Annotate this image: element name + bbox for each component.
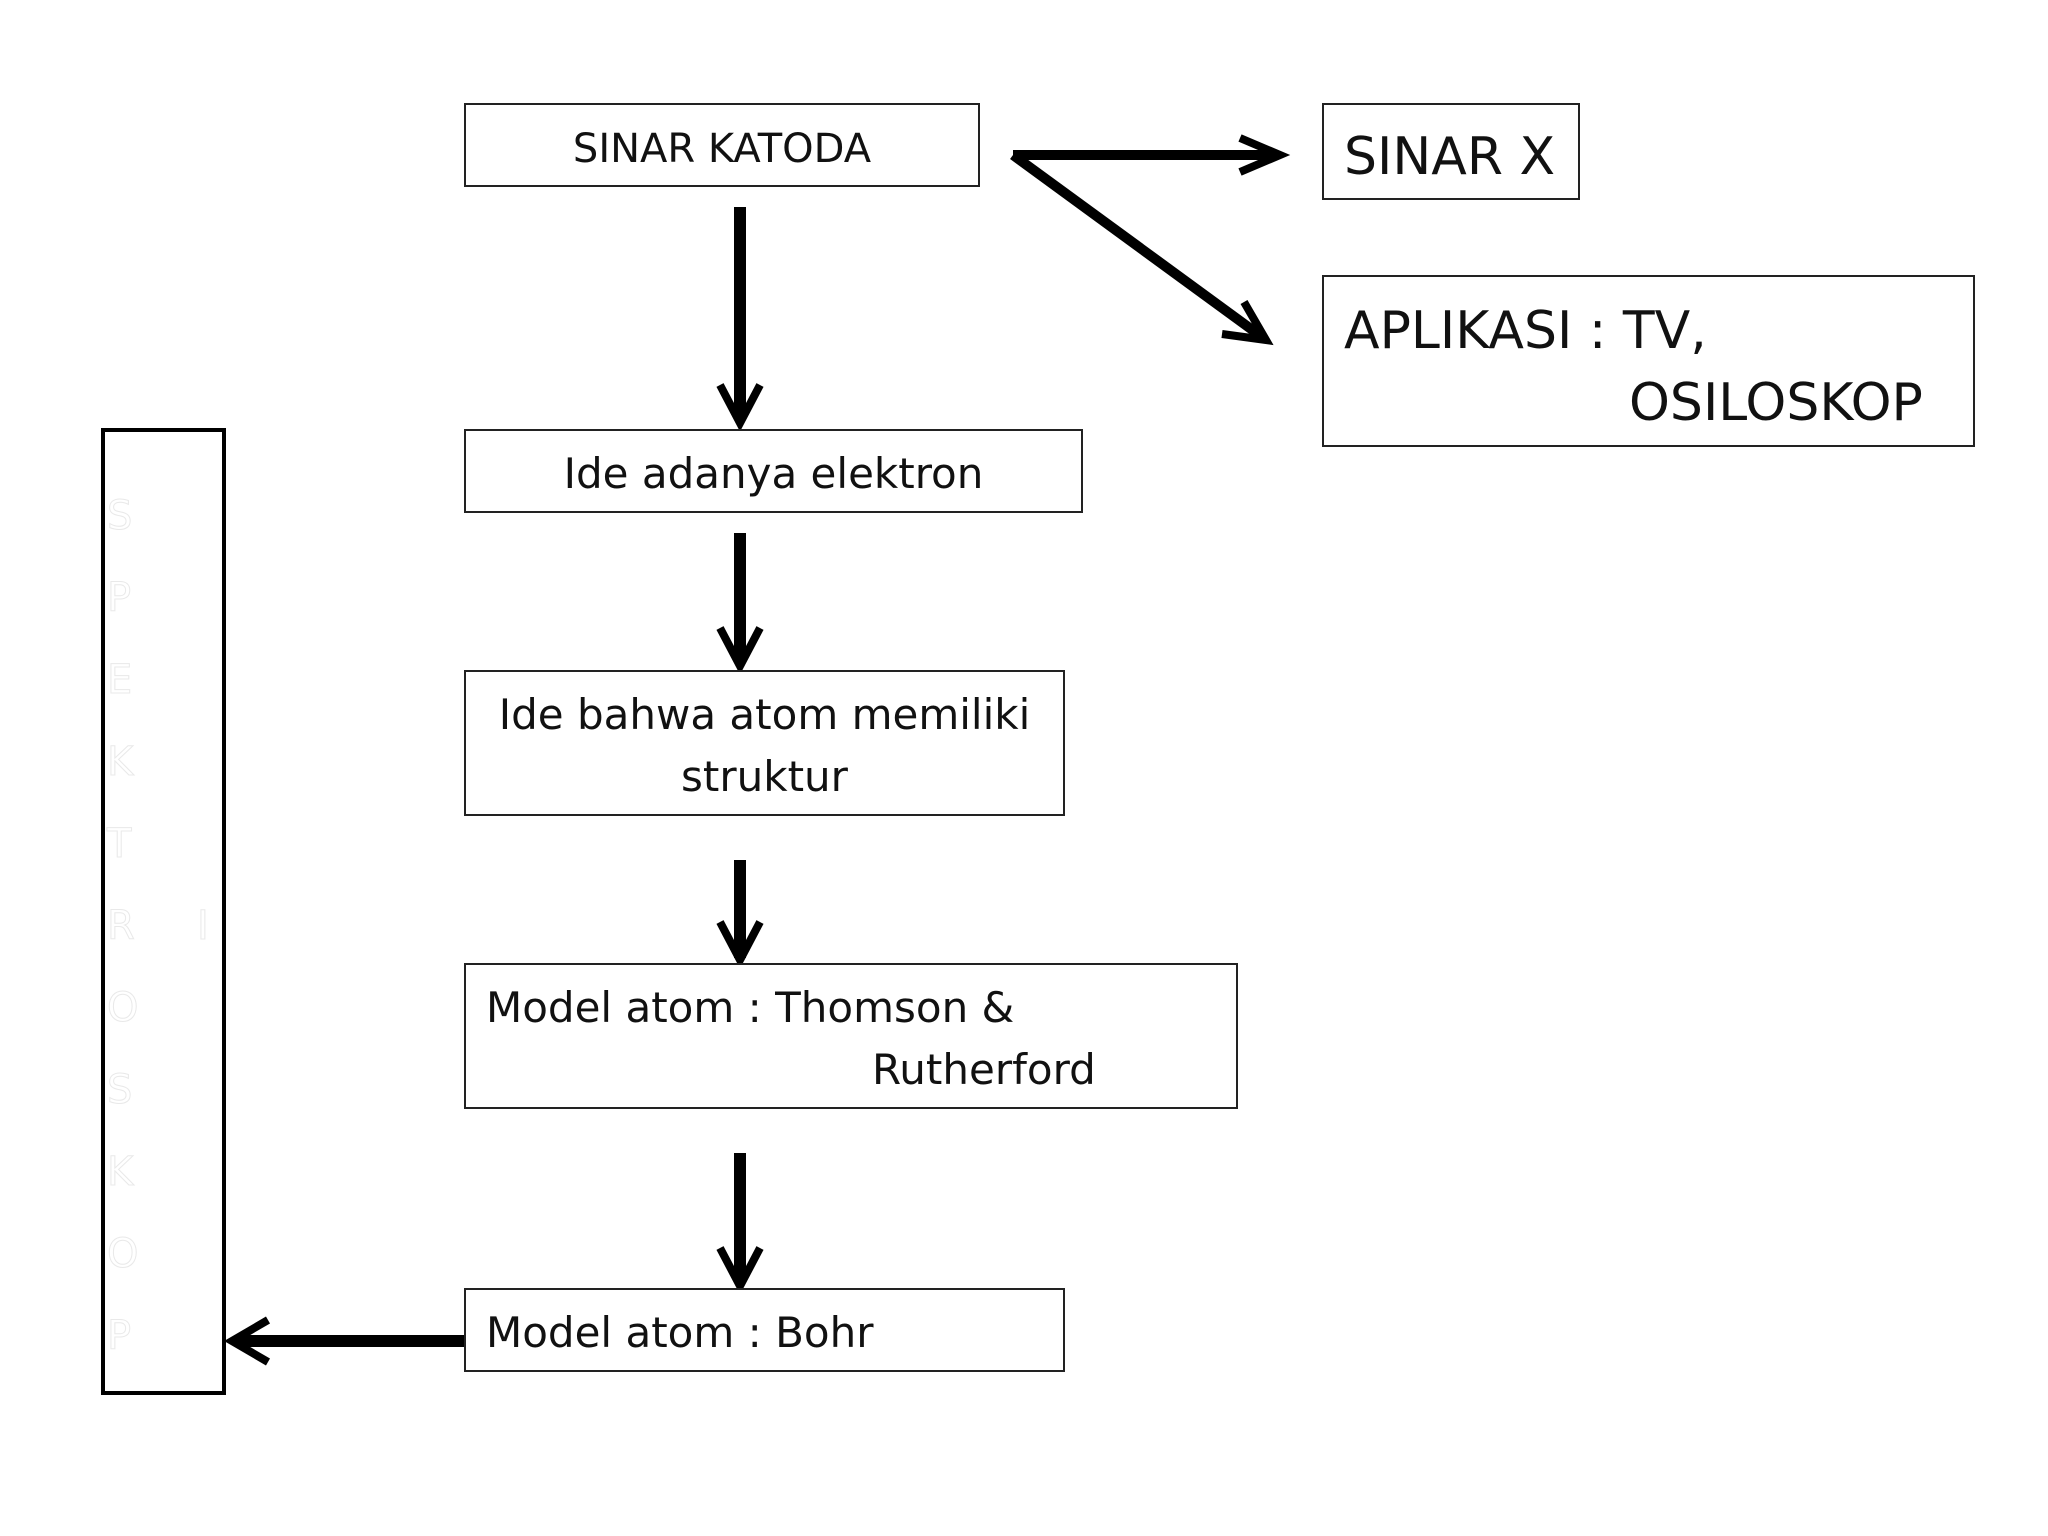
arrow-katoda-to-sinar-x — [1013, 134, 1291, 176]
side-letter: R — [107, 903, 136, 949]
side-letter: P — [106, 575, 132, 621]
side-letter: T — [106, 821, 132, 867]
arrow-bohr-to-sidebar — [224, 1316, 464, 1366]
node-model-thomson-label-line1: Model atom : Thomson & — [486, 983, 1015, 1032]
node-ide-struktur: Ide bahwa atom memiliki struktur — [464, 670, 1065, 816]
node-sinar-katoda: SINAR KATODA — [464, 103, 980, 187]
node-aplikasi-label-line2: OSILOSKOP — [1629, 373, 1923, 433]
side-letter: O — [106, 985, 139, 1031]
side-letter: P — [106, 1313, 132, 1359]
node-model-bohr-label: Model atom : Bohr — [486, 1308, 874, 1357]
side-letter: I — [197, 903, 210, 949]
side-letter: S — [106, 1067, 133, 1113]
node-ide-struktur-label-line1: Ide bahwa atom memiliki — [498, 690, 1031, 739]
arrow-struktur-to-thomson — [716, 860, 764, 969]
node-aplikasi-label-line1: APLIKASI : TV, — [1344, 301, 1707, 361]
node-model-thomson: Model atom : Thomson & Rutherford — [464, 963, 1238, 1109]
node-sinar-x-label: SINAR X — [1344, 127, 1556, 187]
arrow-elektron-to-struktur — [716, 533, 764, 675]
node-model-thomson-label-line2: Rutherford — [872, 1045, 1096, 1094]
arrow-thomson-to-bohr — [716, 1153, 764, 1295]
side-letter: E — [106, 657, 133, 703]
node-ide-elektron: Ide adanya elektron — [464, 429, 1083, 513]
node-sinar-x: SINAR X — [1322, 103, 1580, 200]
side-letter: O — [106, 1231, 139, 1277]
node-sinar-katoda-label: SINAR KATODA — [572, 126, 872, 172]
side-letter: K — [106, 1149, 134, 1195]
node-spektroskop: S P E K T R I O S K O P — [101, 428, 226, 1395]
node-aplikasi: APLIKASI : TV, OSILOSKOP — [1322, 275, 1975, 447]
side-letter: S — [106, 493, 133, 539]
arrow-katoda-to-elektron — [716, 207, 764, 432]
node-model-bohr: Model atom : Bohr — [464, 1288, 1065, 1372]
arrow-katoda-to-aplikasi — [1010, 150, 1274, 346]
node-ide-elektron-label: Ide adanya elektron — [563, 449, 984, 498]
node-ide-struktur-label-line2: struktur — [681, 752, 848, 801]
side-letter: K — [106, 739, 134, 785]
